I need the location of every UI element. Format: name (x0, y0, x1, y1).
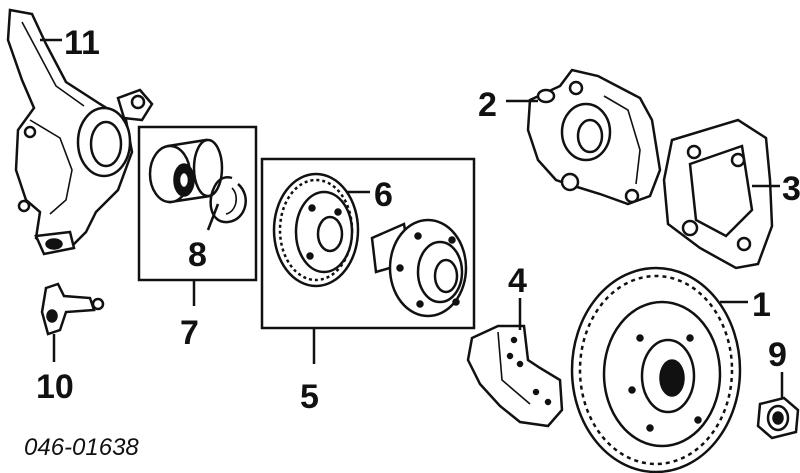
splash-shield (466, 324, 564, 428)
callout-3: 3 (782, 170, 800, 208)
callout-2: 2 (478, 86, 497, 124)
abs-tone-ring (272, 172, 360, 288)
snap-ring (209, 176, 247, 224)
callout-6: 6 (374, 176, 393, 214)
reference-code: 046-01638 (24, 434, 139, 461)
hub-group-box (260, 157, 476, 330)
brake-rotor (570, 266, 742, 473)
callout-7: 7 (180, 314, 199, 352)
steering-knuckle (6, 8, 154, 256)
callout-4: 4 (508, 262, 527, 300)
brake-caliper (526, 68, 662, 206)
wheel-hub (370, 218, 468, 318)
callout-10: 10 (36, 368, 74, 406)
hub-nut (756, 396, 800, 440)
callout-1: 1 (752, 286, 771, 324)
callout-9: 9 (768, 336, 787, 374)
leader-8 (206, 203, 220, 231)
callout-11: 11 (64, 24, 100, 62)
bearing-group-box (137, 125, 258, 282)
caliper-bracket (662, 118, 774, 270)
callout-5: 5 (300, 378, 319, 416)
wheel-bearing (148, 138, 224, 204)
callout-8: 8 (188, 236, 207, 274)
abs-sensor (40, 282, 105, 336)
